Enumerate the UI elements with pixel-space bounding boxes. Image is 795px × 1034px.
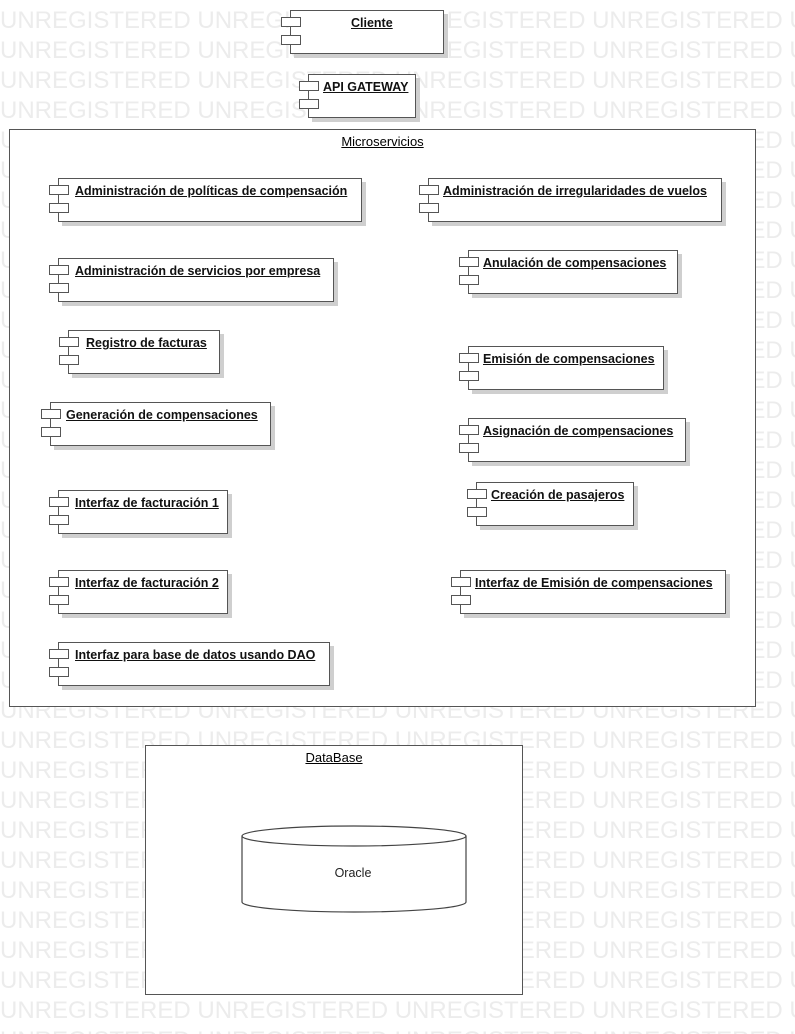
- component-port: [419, 203, 439, 213]
- component-port: [59, 355, 79, 365]
- component-label: Creación de pasajeros: [491, 488, 625, 502]
- component-port: [459, 443, 479, 453]
- component-port: [459, 353, 479, 363]
- component-politicas[interactable]: Administración de políticas de compensac…: [49, 178, 362, 222]
- component-label: Interfaz de Emisión de compensaciones: [475, 576, 713, 590]
- cliente-label: Cliente: [351, 16, 393, 30]
- component-port: [49, 203, 69, 213]
- component-anulacion[interactable]: Anulación de compensaciones: [459, 250, 678, 294]
- component-label: Administración de políticas de compensac…: [75, 184, 348, 198]
- component-port: [49, 265, 69, 275]
- database-title: DataBase: [305, 750, 363, 765]
- component-generacion[interactable]: Generación de compensaciones: [41, 402, 271, 446]
- microservicios-title: Microservicios: [341, 134, 424, 149]
- component-label: Asignación de compensaciones: [483, 424, 674, 438]
- component-port: [49, 595, 69, 605]
- component-irregularidades[interactable]: Administración de irregularidades de vue…: [419, 178, 722, 222]
- api-gateway-label: API GATEWAY: [323, 80, 409, 94]
- component-label: Generación de compensaciones: [66, 408, 258, 422]
- component-label: Administración de irregularidades de vue…: [443, 184, 707, 198]
- component-port: [281, 17, 301, 27]
- api-gateway-component[interactable]: API GATEWAY: [299, 74, 416, 118]
- component-port: [49, 667, 69, 677]
- component-emision[interactable]: Emisión de compensaciones: [459, 346, 664, 390]
- component-facturacion-1[interactable]: Interfaz de facturación 1: [49, 490, 228, 534]
- component-port: [49, 185, 69, 195]
- component-port: [459, 275, 479, 285]
- component-port: [281, 35, 301, 45]
- component-port: [41, 409, 61, 419]
- component-port: [459, 425, 479, 435]
- watermark-row: UNREGISTERED UNREGISTERED UNREGISTERED U…: [0, 1026, 795, 1034]
- component-label: Emisión de compensaciones: [483, 352, 655, 366]
- cliente-component[interactable]: Cliente: [281, 10, 444, 54]
- component-servicios[interactable]: Administración de servicios por empresa: [49, 258, 334, 302]
- component-port: [451, 595, 471, 605]
- component-pasajeros[interactable]: Creación de pasajeros: [467, 482, 634, 526]
- component-label: Interfaz de facturación 2: [75, 576, 219, 590]
- component-port: [41, 427, 61, 437]
- component-interfaz-emision[interactable]: Interfaz de Emisión de compensaciones: [451, 570, 726, 614]
- component-port: [49, 515, 69, 525]
- oracle-label: Oracle: [334, 866, 372, 880]
- watermark-row: UNREGISTERED UNREGISTERED UNREGISTERED U…: [0, 997, 795, 1024]
- component-port: [459, 257, 479, 267]
- component-facturas[interactable]: Registro de facturas: [59, 330, 220, 374]
- component-label: Registro de facturas: [86, 336, 207, 350]
- component-port: [451, 577, 471, 587]
- database-cylinder-icon[interactable]: [240, 824, 468, 916]
- component-port: [459, 371, 479, 381]
- component-facturacion-2[interactable]: Interfaz de facturación 2: [49, 570, 228, 614]
- component-asignacion[interactable]: Asignación de compensaciones: [459, 418, 686, 462]
- component-port: [49, 283, 69, 293]
- component-port: [49, 577, 69, 587]
- component-port: [467, 489, 487, 499]
- component-port: [49, 649, 69, 659]
- component-label: Administración de servicios por empresa: [75, 264, 321, 278]
- component-port: [59, 337, 79, 347]
- component-label: Interfaz de facturación 1: [75, 496, 219, 510]
- component-port: [49, 497, 69, 507]
- component-port: [467, 507, 487, 517]
- component-label: Anulación de compensaciones: [483, 256, 667, 270]
- component-port: [419, 185, 439, 195]
- component-dao[interactable]: Interfaz para base de datos usando DAO: [49, 642, 330, 686]
- component-port: [299, 99, 319, 109]
- component-label: Interfaz para base de datos usando DAO: [75, 648, 316, 662]
- component-port: [299, 81, 319, 91]
